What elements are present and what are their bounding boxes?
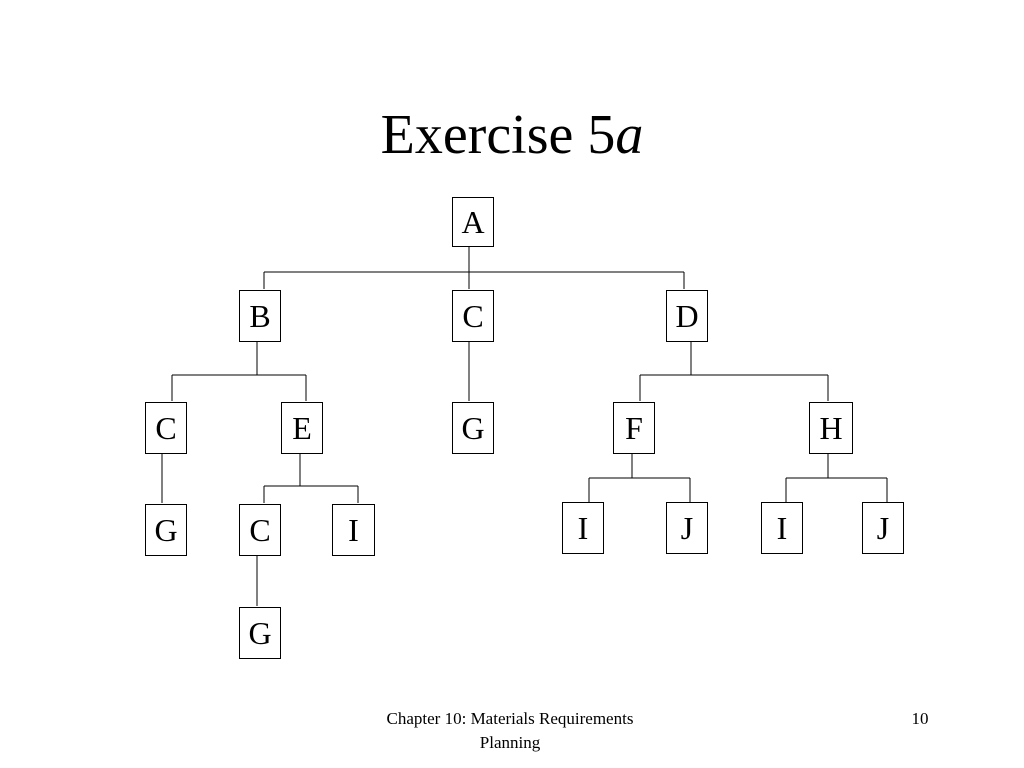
node-a: A: [452, 197, 494, 247]
node-g-under-c: G: [452, 402, 494, 454]
footer-line-2: Planning: [479, 733, 541, 752]
node-i-under-f: I: [562, 502, 604, 554]
title-text: Exercise 5: [380, 104, 616, 166]
node-c-under-b: C: [145, 402, 187, 454]
node-i-under-e: I: [332, 504, 375, 556]
node-h: H: [809, 402, 853, 454]
node-c-level1: C: [452, 290, 494, 342]
node-d: D: [666, 290, 708, 342]
footer-line-1: Chapter 10: Materials Requirements: [386, 709, 634, 728]
node-g-under-c-bottom: G: [239, 607, 281, 659]
slide-title: Exercise 5a: [0, 100, 1024, 170]
node-f: F: [613, 402, 655, 454]
node-g-under-c-left: G: [145, 504, 187, 556]
node-j-under-f: J: [666, 502, 708, 554]
node-b: B: [239, 290, 281, 342]
slide-footer: Chapter 10: Materials Requirements Plann…: [340, 707, 680, 755]
page-number: 10: [911, 709, 929, 728]
node-i-under-h: I: [761, 502, 803, 554]
node-c-under-e: C: [239, 504, 281, 556]
node-e: E: [281, 402, 323, 454]
title-italic-suffix: a: [615, 104, 644, 166]
node-j-under-h: J: [862, 502, 904, 554]
